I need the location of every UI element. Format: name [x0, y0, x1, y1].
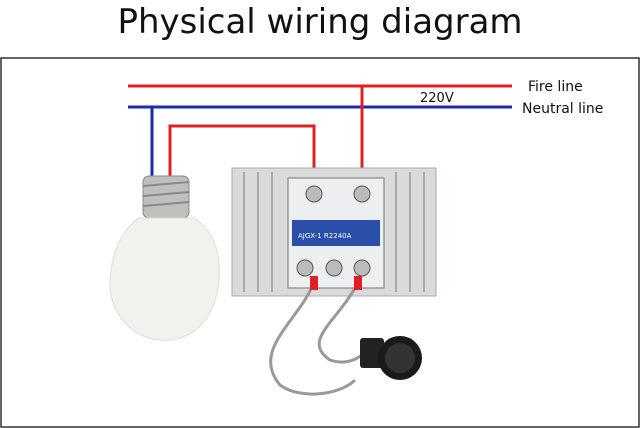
relay-model-label: AJGX-1 R2240A: [298, 232, 352, 240]
diagram-frame: [0, 57, 640, 428]
fire-line-label: Fire line: [528, 79, 583, 95]
diagram-title: Physical wiring diagram: [117, 2, 523, 42]
light-bulb: [109, 175, 220, 341]
potentiometer: [360, 336, 422, 380]
bulb-to-relay-wire: [168, 124, 316, 185]
neutral-line-label: Neutral line: [522, 101, 603, 117]
voltage-label: 220V: [420, 91, 454, 106]
solid-state-relay: AJGX-1 R2240A: [231, 167, 437, 297]
